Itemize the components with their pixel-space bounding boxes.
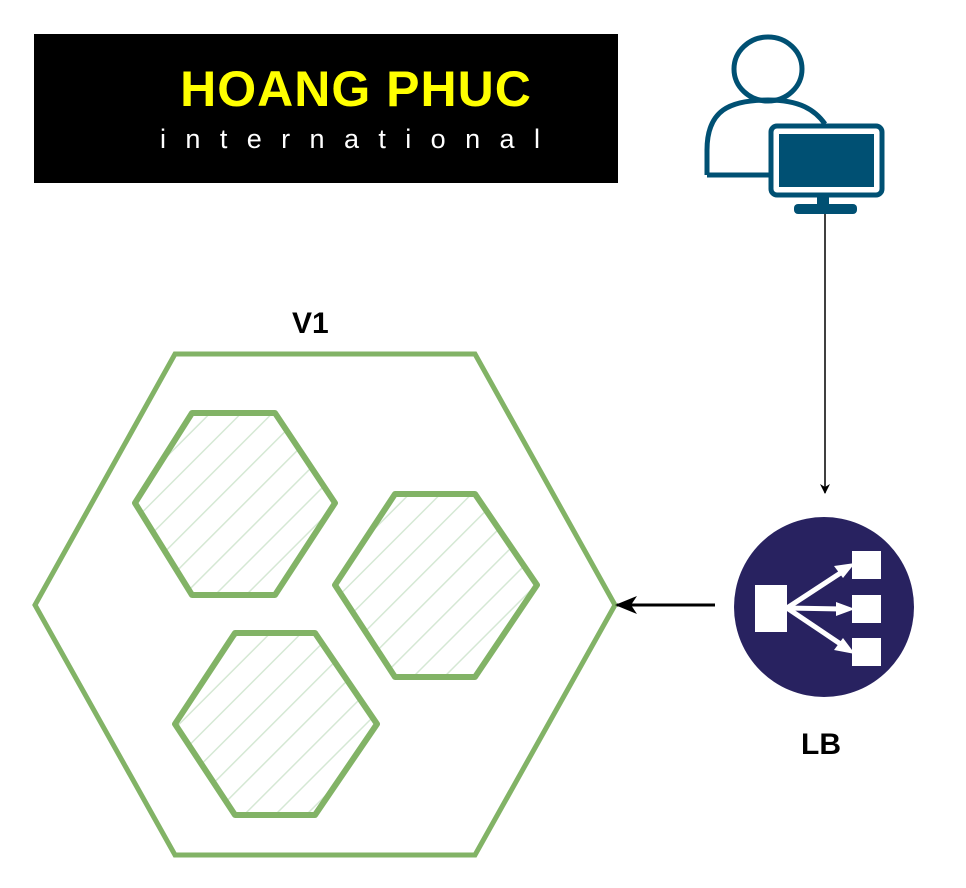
logo-letter: i xyxy=(405,124,412,154)
logo-letter: o xyxy=(430,124,446,154)
logo-letter: t xyxy=(378,124,386,154)
load-balancer-icon xyxy=(734,517,914,697)
logo-letter: n xyxy=(309,124,325,154)
logo-letter: n xyxy=(185,124,201,154)
logo-letter: l xyxy=(533,124,540,154)
pod-hexagon xyxy=(332,491,540,680)
logo-letter: a xyxy=(343,124,359,154)
lb-label: LB xyxy=(801,728,841,761)
logo-letter: i xyxy=(160,124,166,154)
cluster-label: V1 xyxy=(292,307,329,340)
pod-hexagon xyxy=(132,410,338,598)
logo-letter: t xyxy=(219,124,228,154)
logo-letter: a xyxy=(499,124,515,154)
logo-title: HOANG PHUC xyxy=(180,61,532,117)
pod-hexagon xyxy=(172,630,380,818)
logo-letter: n xyxy=(465,124,481,154)
logo-letter: r xyxy=(281,124,291,154)
logo-letter: e xyxy=(246,124,262,154)
user-computer-icon xyxy=(704,34,885,214)
